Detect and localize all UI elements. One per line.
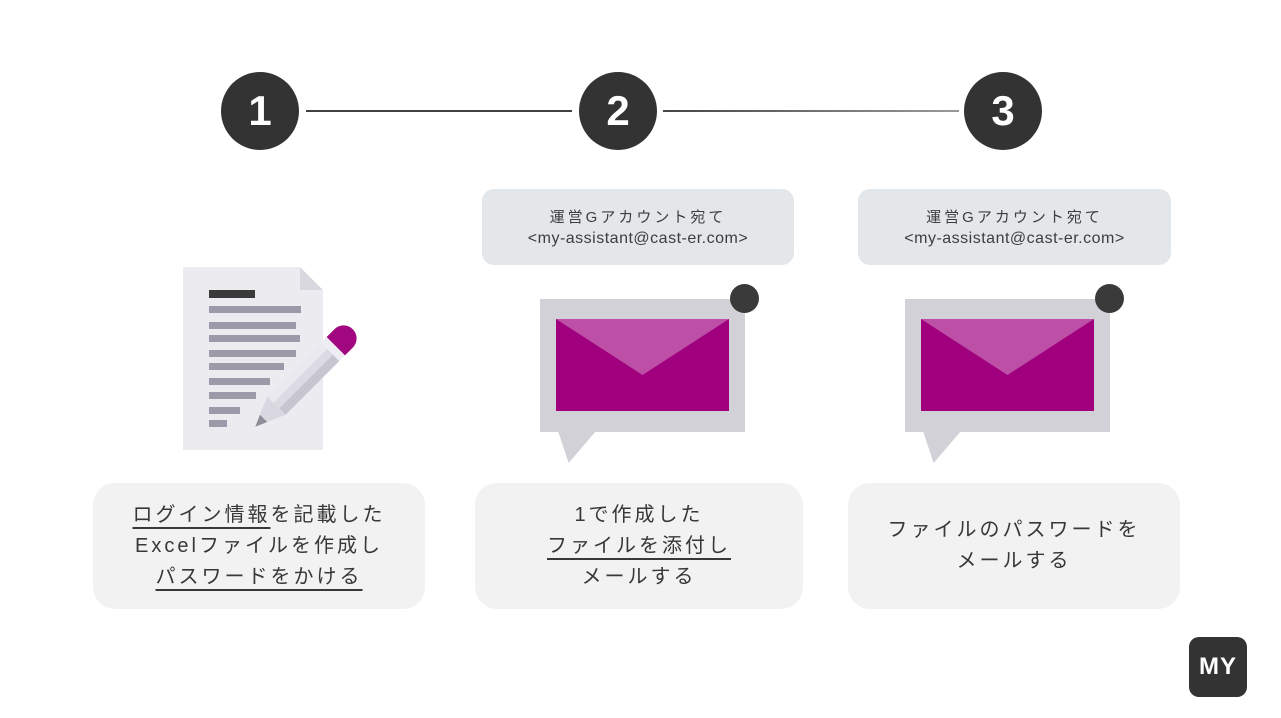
document-text-line <box>209 335 300 342</box>
notification-dot <box>730 284 759 313</box>
caption-line: パスワードをかける <box>156 562 363 593</box>
caption-text: ファイルのパスワードを <box>887 519 1141 541</box>
envelope <box>556 319 729 411</box>
step-3-number: 3 <box>991 87 1015 134</box>
step-2-number: 2 <box>606 87 630 134</box>
caption-line: 1で作成した <box>574 500 703 531</box>
caption-text: 1で作成した <box>574 503 704 526</box>
email-message-icon <box>540 284 762 466</box>
step-3-recipient-name: 運営Gアカウント宛て <box>926 209 1103 226</box>
step-1-number: 1 <box>248 87 272 134</box>
step-3-caption: ファイルのパスワードを メールする <box>848 483 1180 609</box>
step-2-number-badge: 2 <box>579 72 657 150</box>
message-bubble-tail <box>558 431 596 463</box>
step-2-recipient-label: 運営Gアカウント宛て <my-assistant@cast-er.com> <box>482 189 794 265</box>
caption-line: ログイン情報を記載した <box>133 500 386 531</box>
caption-line: メールする <box>957 546 1072 577</box>
document-title-bar <box>209 290 255 298</box>
step-3-number-badge: 3 <box>964 72 1042 150</box>
step-2-recipient-name: 運営Gアカウント宛て <box>549 209 727 226</box>
connector-line-1-2 <box>306 110 572 112</box>
document-text-line <box>209 407 240 414</box>
caption-line: ファイルを添付し <box>547 531 731 562</box>
caption-line: ファイルのパスワードを <box>888 515 1141 546</box>
document-text-line <box>209 392 256 399</box>
document-sheet <box>183 267 323 450</box>
document-text-line <box>209 350 296 357</box>
caption-text: メールする <box>581 565 697 588</box>
email-message-icon <box>905 284 1127 466</box>
document-text-line <box>209 306 301 313</box>
connector-line-2-3 <box>663 110 959 112</box>
document-text-line <box>209 420 227 427</box>
my-logo: MY <box>1189 637 1247 697</box>
step-1-caption: ログイン情報を記載した Excelファイルを作成し パスワードをかける <box>93 483 425 609</box>
envelope-flap <box>921 319 1094 375</box>
document-pencil-icon <box>183 265 383 460</box>
step-2-recipient-email: <my-assistant@cast-er.com> <box>527 230 749 247</box>
step-2-caption: 1で作成した ファイルを添付し メールする <box>475 483 803 609</box>
caption-text-underlined: ログイン情報 <box>132 503 271 526</box>
caption-line: メールする <box>582 562 697 593</box>
document-text-line <box>209 363 284 370</box>
message-bubble-tail <box>923 431 961 463</box>
my-logo-text: MY <box>1199 653 1237 680</box>
document-fold-corner <box>300 267 323 290</box>
caption-text: を記載した <box>270 503 386 526</box>
caption-text-underlined: ファイルを添付し <box>547 534 731 557</box>
step-3-recipient-email: <my-assistant@cast-er.com> <box>904 230 1125 247</box>
envelope-flap <box>556 319 729 375</box>
step-3-recipient-label: 運営Gアカウント宛て <my-assistant@cast-er.com> <box>858 189 1171 265</box>
document-text-line <box>209 378 270 385</box>
step-1-number-badge: 1 <box>221 72 299 150</box>
document-text-line <box>209 322 296 329</box>
notification-dot <box>1095 284 1124 313</box>
caption-text: Excelファイルを作成し <box>135 534 383 557</box>
envelope <box>921 319 1094 411</box>
caption-text: メールする <box>956 550 1072 572</box>
caption-text-underlined: パスワードをかける <box>155 565 363 588</box>
caption-line: Excelファイルを作成し <box>135 531 383 562</box>
